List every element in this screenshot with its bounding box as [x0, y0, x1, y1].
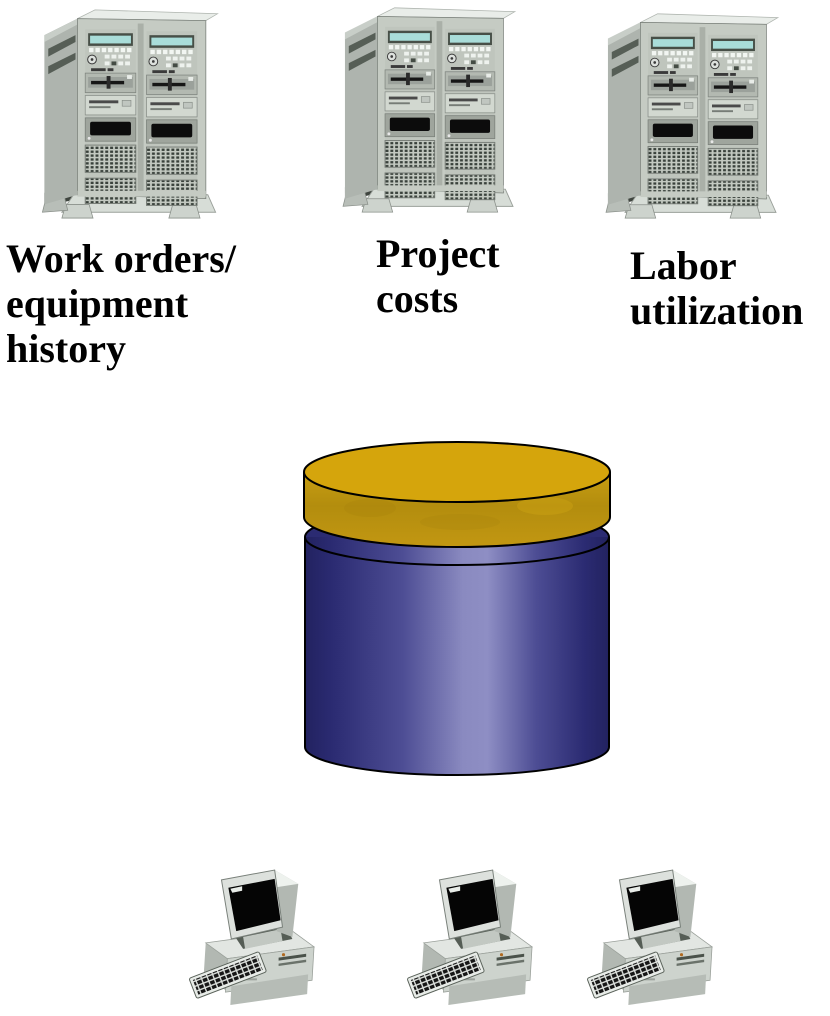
server-label-work-orders: Work orders/ equipment history	[6, 236, 236, 371]
mainframe-server-icon	[36, 6, 222, 220]
mainframe-server-icon	[337, 4, 519, 214]
database-cylinder-icon	[300, 438, 615, 778]
desktop-computer-icon	[406, 864, 534, 1010]
desktop-computer-icon	[586, 864, 714, 1010]
mainframe-server-icon	[596, 10, 786, 220]
desktop-computer-icon	[188, 864, 316, 1010]
server-label-labor-utilization: Labor utilization	[630, 243, 804, 333]
server-label-project-costs: Project costs	[376, 231, 500, 321]
